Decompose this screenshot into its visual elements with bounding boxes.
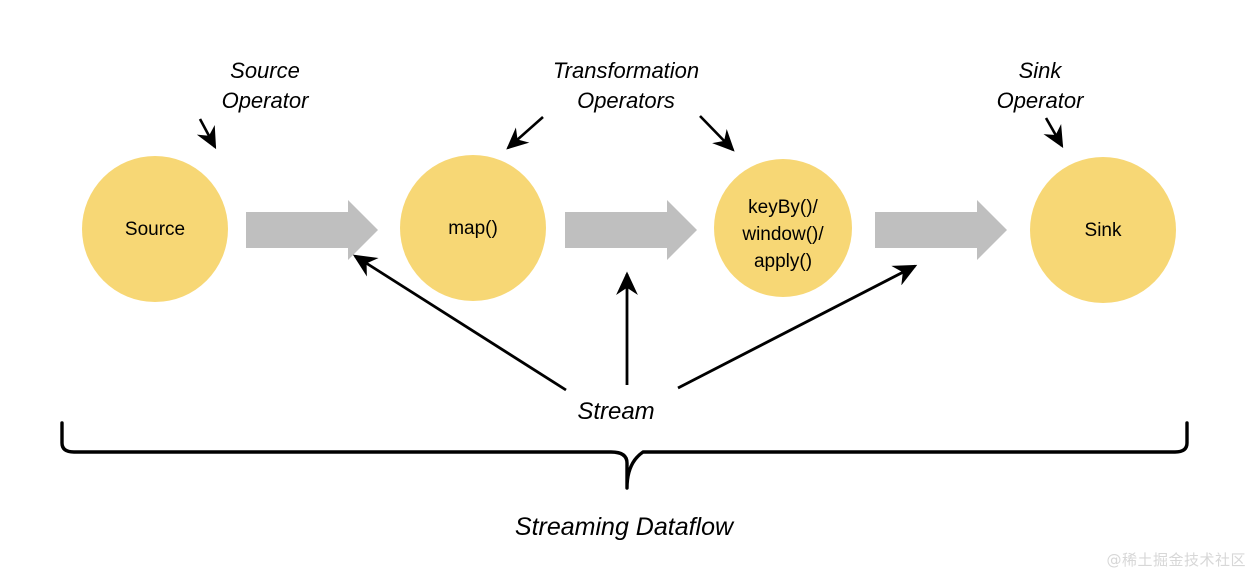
annotation-stream: Stream: [352, 254, 918, 425]
stream-pointer-arrow-right: [677, 264, 918, 390]
node-source[interactable]: Source: [82, 156, 228, 302]
source-operator-label-line2: Operator: [222, 88, 310, 113]
transformation-operators-label-line1: Transformation: [553, 58, 699, 83]
source-operator-label-line1: Source: [230, 58, 300, 83]
sink-operator-pointer-arrow: [1043, 117, 1064, 149]
keyby-node-label-line2: window()/: [741, 224, 824, 245]
flow-arrow-map-to-keyby: [565, 200, 697, 260]
map-circle: [400, 155, 546, 301]
source-node-label: Source: [125, 219, 185, 240]
transformation-operators-label-line2: Operators: [577, 88, 675, 113]
annotation-sink-operator: Sink Operator: [997, 58, 1085, 149]
streaming-dataflow-label: Streaming Dataflow: [515, 513, 735, 541]
map-node-label: map(): [448, 218, 498, 239]
node-keyby-window-apply[interactable]: keyBy()/ window()/ apply(): [714, 159, 852, 297]
node-map[interactable]: map(): [400, 155, 546, 301]
transformation-operators-pointer-arrow-right: [699, 115, 735, 152]
sink-operator-label-line1: Sink: [1019, 58, 1063, 83]
source-circle: [82, 156, 228, 302]
source-operator-pointer-arrow: [196, 118, 217, 150]
annotation-source-operator: Source Operator: [196, 58, 310, 150]
keyby-node-label-line1: keyBy()/: [748, 197, 818, 218]
stream-label: Stream: [577, 398, 654, 425]
flow-arrow-keyby-to-sink: [875, 200, 1007, 260]
sink-operator-label-line2: Operator: [997, 88, 1085, 113]
keyby-circle: [714, 159, 852, 297]
stream-pointer-arrow-left: [352, 254, 567, 392]
transformation-operators-pointer-arrow-left: [506, 116, 544, 150]
sink-node-label: Sink: [1085, 220, 1122, 241]
site-watermark: @稀土掘金技术社区: [1106, 551, 1246, 569]
keyby-node-label-line3: apply(): [754, 251, 812, 272]
sink-circle: [1030, 157, 1176, 303]
node-sink[interactable]: Sink: [1030, 157, 1176, 303]
annotation-transformation-operators: Transformation Operators: [506, 58, 735, 152]
flow-arrow-source-to-map: [246, 200, 378, 260]
streaming-dataflow-brace: [60, 421, 1189, 490]
